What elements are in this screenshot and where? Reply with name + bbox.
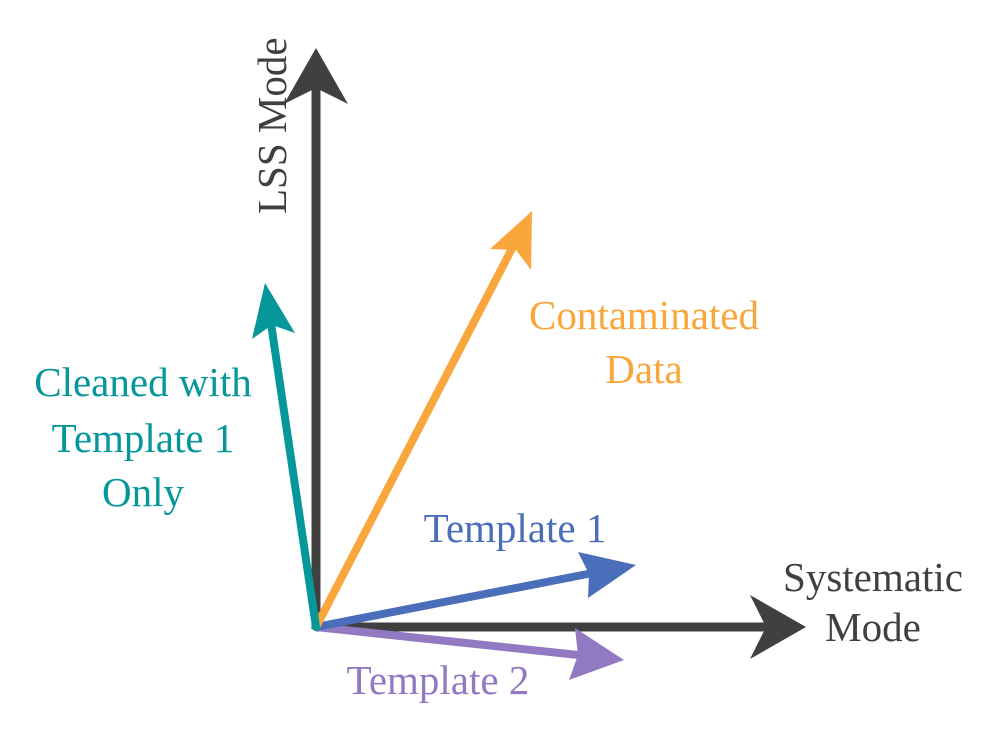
- template-1-label: Template 1: [424, 505, 607, 551]
- cleaned-arrowhead: [252, 283, 295, 339]
- template-2-vector: [312, 623, 624, 680]
- systematic-axis-arrowhead: [750, 595, 806, 659]
- template-1-vector: [312, 552, 636, 631]
- cleaned-shaft: [265, 306, 320, 631]
- template-1-arrowhead: [578, 552, 636, 598]
- lss-mode-label: LSS Mode: [249, 37, 295, 214]
- systematic-mode-axis: [316, 595, 806, 659]
- lss-axis-arrowhead: [284, 48, 348, 104]
- contaminated-arrowhead: [490, 211, 532, 270]
- cleaned-label-line3: Only: [102, 469, 185, 515]
- cleaned-vector: [252, 283, 320, 631]
- systematic-mode-label-line1: Systematic: [783, 554, 963, 600]
- template-2-label: Template 2: [347, 657, 530, 703]
- contaminated-label-line1: Contaminated: [529, 292, 759, 338]
- contaminated-shaft: [312, 231, 523, 631]
- template-1-shaft: [312, 566, 612, 631]
- systematic-mode-label-line2: Mode: [825, 604, 921, 650]
- template-2-arrowhead: [569, 628, 624, 680]
- cleaned-label-line2: Template 1: [52, 415, 235, 461]
- contaminated-data-vector: [312, 211, 532, 631]
- cleaned-label-line1: Cleaned with: [34, 359, 251, 405]
- contaminated-label-line2: Data: [605, 346, 682, 392]
- template-2-shaft: [312, 623, 601, 661]
- lss-mode-axis: [284, 48, 348, 629]
